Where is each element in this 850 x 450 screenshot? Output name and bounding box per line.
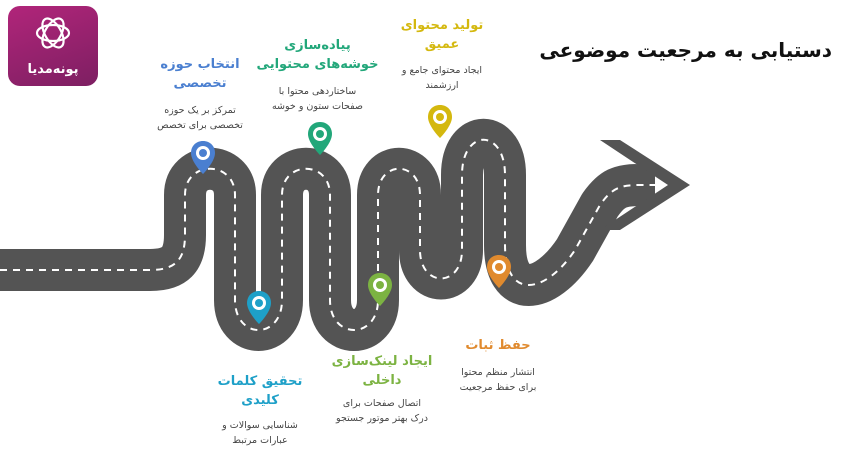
step-2-description: شناسایی سوالات و عبارات مرتبط [222,420,298,446]
step-3-title: پیاده‌سازی خوشه‌های محتوایی [256,38,379,72]
location-pin-icon [308,122,332,155]
step-4-description: اتصال صفحات برای درک بهتر موتور جستجو [336,398,428,424]
location-pin-icon [487,255,511,288]
step-4-title: ایجاد لینک‌سازی داخلی [331,354,433,388]
step-5: تولید محتوای عمیق ایجاد محتوای جامع و ار… [392,16,492,93]
step-1-title: انتخاب حوزه تخصصی [160,57,240,91]
step-3: پیاده‌سازی خوشه‌های محتوایی ساختاردهی مح… [250,36,385,114]
step-6-description: انتشار منظم محتوا برای حفظ مرجعیت [459,367,537,393]
step-2: تحقیق کلمات کلیدی شناسایی سوالات و عبارا… [205,372,315,448]
step-6: حفظ ثبات انتشار منظم محتوا برای حفظ مرجع… [448,336,548,395]
step-1: انتخاب حوزه تخصصی تمرکز بر یک حوزه تخصصی… [140,55,260,133]
step-4: ایجاد لینک‌سازی داخلی اتصال صفحات برای د… [322,352,442,426]
page-title: دستیابی به مرجعیت موضوعی [539,38,832,62]
step-6-title: حفظ ثبات [465,338,531,353]
step-1-description: تمرکز بر یک حوزه تخصصی برای تخصص [157,105,243,131]
brand-logo: پونه‌مدیا [8,6,98,86]
step-3-description: ساختاردهی محتوا با صفحات ستون و خوشه [271,86,364,112]
step-2-title: تحقیق کلمات کلیدی [217,374,303,408]
step-5-title: تولید محتوای عمیق [400,18,484,52]
location-pin-icon [428,105,452,138]
logo-emblem-icon [35,17,71,49]
location-pin-icon [191,141,215,174]
location-pin-icon [247,291,271,324]
location-pin-icon [368,273,392,306]
brand-name: پونه‌مدیا [27,62,79,77]
step-5-description: ایجاد محتوای جامع و ارزشمند [401,65,483,91]
